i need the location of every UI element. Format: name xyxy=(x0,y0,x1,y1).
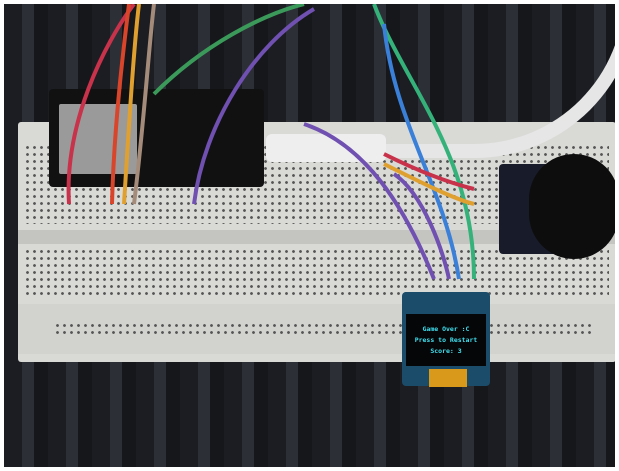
usb-connector xyxy=(266,134,386,162)
oled-line-game-over: Game Over :C xyxy=(422,325,470,333)
breadboard-center-channel xyxy=(18,230,615,244)
oled-line-restart: Press to Restart xyxy=(414,336,478,344)
joystick-knob xyxy=(529,154,615,259)
oled-flex-cable xyxy=(429,369,467,387)
breadboard-photo: Game Over :C Press to Restart Score: 3 xyxy=(4,4,615,467)
oled-screen: Game Over :C Press to Restart Score: 3 xyxy=(406,314,486,366)
oled-line-score: Score: 3 xyxy=(430,347,462,355)
breadboard-holes-bottom xyxy=(24,248,609,298)
jumper-wires xyxy=(66,4,476,280)
